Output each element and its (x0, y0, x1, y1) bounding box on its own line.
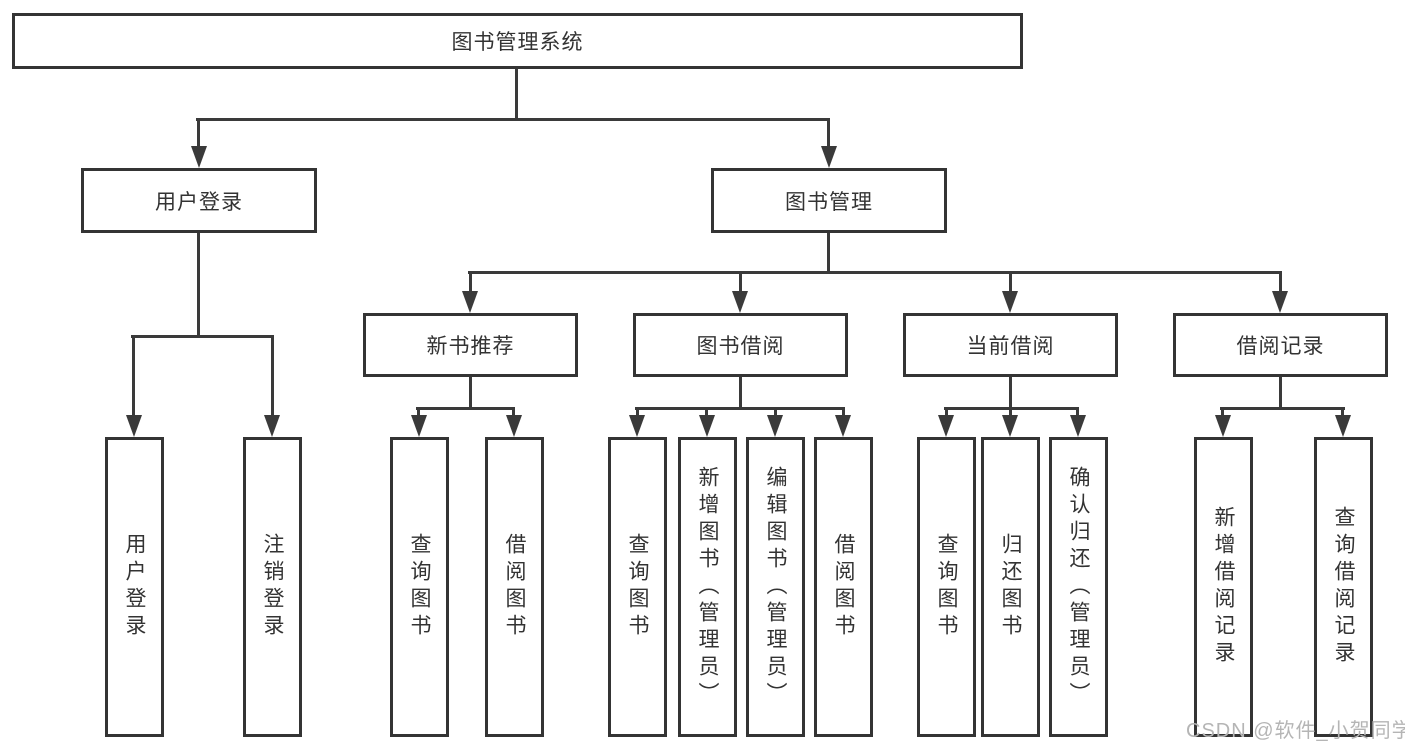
node-borrow-records: 借阅记录 (1173, 313, 1388, 377)
connector-line (197, 233, 200, 338)
connector-line (1076, 407, 1079, 418)
connector-line (469, 271, 472, 294)
node-system-root: 图书管理系统 (12, 13, 1023, 69)
arrow-down-icon (462, 291, 478, 313)
arrow-down-icon (938, 415, 954, 437)
connector-line (635, 407, 845, 410)
leaf-label: 新增借阅记录 (1212, 506, 1236, 668)
leaf-label: 新增图书（管理员） (696, 465, 720, 709)
connector-line (512, 407, 515, 418)
connector-line (739, 271, 742, 294)
node-user-login: 用户登录 (81, 168, 317, 233)
connector-line (945, 407, 948, 418)
connector-line (1009, 407, 1012, 418)
arrow-down-icon (264, 415, 280, 437)
leaf-label: 查询图书 (935, 533, 959, 641)
leaf-label: 编辑图书（管理员） (764, 465, 788, 709)
connector-line (842, 407, 845, 418)
leaf-label: 借阅图书 (503, 533, 527, 641)
connector-line (515, 68, 518, 121)
arrow-down-icon (126, 415, 142, 437)
arrow-down-icon (835, 415, 851, 437)
arrow-down-icon (1335, 415, 1351, 437)
leaf-label: 注销登录 (261, 533, 285, 641)
connector-line (827, 233, 830, 274)
connector-line (271, 335, 274, 417)
connector-line (416, 407, 515, 410)
leaf-edit-books-admin: 编辑图书（管理员） (746, 437, 805, 737)
arrow-down-icon (699, 415, 715, 437)
connector-line (1009, 377, 1012, 410)
arrow-down-icon (1002, 291, 1018, 313)
leaf-label: 查询图书 (626, 533, 650, 641)
arrow-down-icon (506, 415, 522, 437)
leaf-add-books-admin: 新增图书（管理员） (678, 437, 737, 737)
connector-line (196, 118, 830, 121)
leaf-return-books: 归还图书 (981, 437, 1040, 737)
leaf-borrow-books: 借阅图书 (485, 437, 544, 737)
connector-line (1009, 271, 1012, 294)
leaf-confirm-return-admin: 确认归还（管理员） (1049, 437, 1108, 737)
connector-line (132, 335, 135, 417)
arrow-down-icon (1070, 415, 1086, 437)
leaf-label: 确认归还（管理员） (1067, 465, 1091, 709)
csdn-watermark: CSDN @软件_小贺同学 (1186, 720, 1405, 742)
node-current-borrow: 当前借阅 (903, 313, 1118, 377)
connector-line (774, 407, 777, 418)
connector-line (1220, 407, 1345, 410)
arrow-down-icon (1002, 415, 1018, 437)
connector-line (417, 407, 420, 418)
connector-line (469, 377, 472, 410)
leaf-query-books: 查询图书 (917, 437, 976, 737)
leaf-label: 查询借阅记录 (1332, 506, 1356, 668)
connector-line (1341, 407, 1344, 418)
leaf-label: 借阅图书 (832, 533, 856, 641)
arrow-down-icon (629, 415, 645, 437)
leaf-label: 归还图书 (999, 533, 1023, 641)
connector-line (468, 271, 1282, 274)
leaf-logout: 注销登录 (243, 437, 302, 737)
leaf-label: 查询图书 (408, 533, 432, 641)
arrow-down-icon (411, 415, 427, 437)
arrow-down-icon (1215, 415, 1231, 437)
connector-line (1221, 407, 1224, 418)
connector-line (739, 377, 742, 410)
connector-line (1279, 377, 1282, 410)
leaf-borrow-books: 借阅图书 (814, 437, 873, 737)
arrow-down-icon (767, 415, 783, 437)
connector-line (131, 335, 274, 338)
arrow-down-icon (732, 291, 748, 313)
arrow-down-icon (1272, 291, 1288, 313)
leaf-query-books: 查询图书 (608, 437, 667, 737)
connector-line (827, 118, 830, 148)
node-book-management: 图书管理 (711, 168, 947, 233)
node-book-borrow: 图书借阅 (633, 313, 848, 377)
leaf-query-borrow-record: 查询借阅记录 (1314, 437, 1373, 737)
node-new-book-recommend: 新书推荐 (363, 313, 578, 377)
leaf-label: 用户登录 (123, 533, 147, 641)
connector-line (705, 407, 708, 418)
arrow-down-icon (821, 146, 837, 168)
arrow-down-icon (191, 146, 207, 168)
leaf-user-login: 用户登录 (105, 437, 164, 737)
leaf-query-books: 查询图书 (390, 437, 449, 737)
leaf-add-borrow-record: 新增借阅记录 (1194, 437, 1253, 737)
connector-line (636, 407, 639, 418)
connector-line (1279, 271, 1282, 294)
connector-line (197, 118, 200, 148)
